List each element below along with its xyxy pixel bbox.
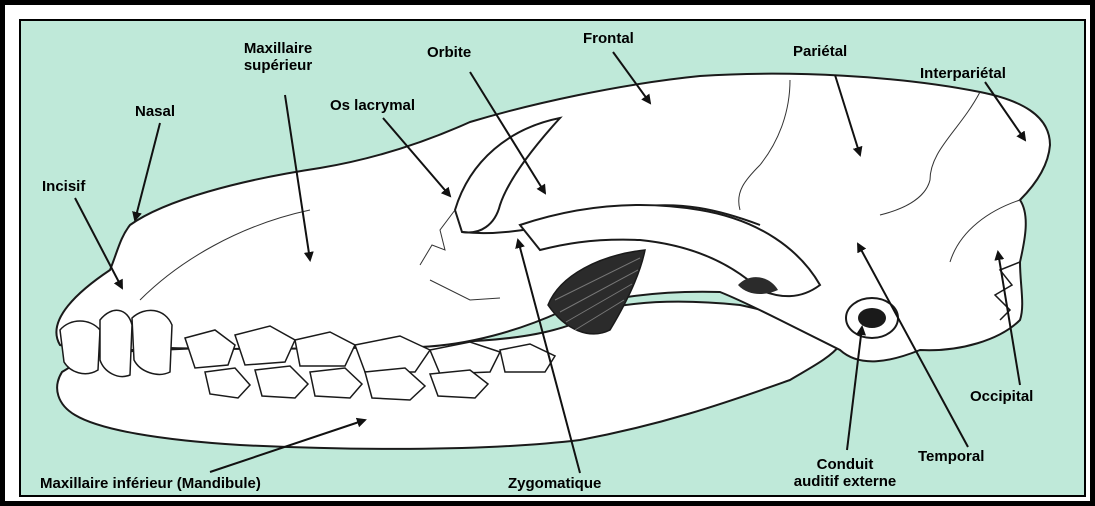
label-parietal: Pariétal bbox=[793, 43, 847, 60]
label-zygomatique: Zygomatique bbox=[508, 475, 601, 492]
label-maxillaire-superieur-line2: supérieur bbox=[218, 57, 338, 74]
label-incisif: Incisif bbox=[42, 178, 85, 195]
label-conduit: Conduit auditif externe bbox=[780, 456, 910, 490]
arrow-nasal bbox=[135, 123, 160, 220]
label-temporal: Temporal bbox=[918, 448, 984, 465]
label-maxillaire-superieur-line1: Maxillaire bbox=[218, 40, 338, 57]
label-orbite: Orbite bbox=[427, 44, 471, 61]
label-maxillaire-superieur: Maxillaire supérieur bbox=[218, 40, 338, 74]
label-nasal: Nasal bbox=[135, 103, 175, 120]
label-conduit-line2: auditif externe bbox=[780, 473, 910, 490]
label-interparietal: Interpariétal bbox=[920, 65, 1006, 82]
auditory-canal bbox=[858, 308, 886, 328]
label-mandibule: Maxillaire inférieur (Mandibule) bbox=[40, 475, 261, 492]
arrow-incisif bbox=[75, 198, 122, 288]
label-os-lacrymal: Os lacrymal bbox=[330, 97, 415, 114]
label-frontal: Frontal bbox=[583, 30, 634, 47]
label-conduit-line1: Conduit bbox=[780, 456, 910, 473]
label-occipital: Occipital bbox=[970, 388, 1033, 405]
